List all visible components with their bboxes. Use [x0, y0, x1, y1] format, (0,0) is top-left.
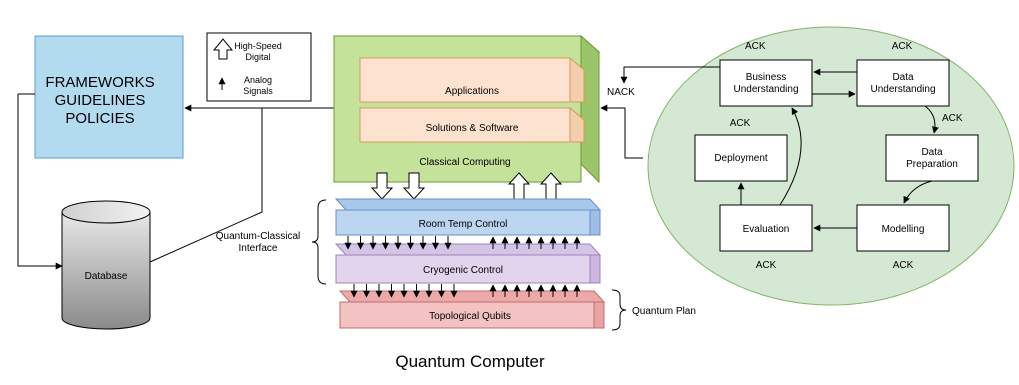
ack-bottom-left-label: ACK	[756, 260, 777, 271]
qubits-label: Topological Qubits	[429, 311, 511, 322]
ack-deploy-label: ACK	[730, 118, 751, 129]
evaluation-label: Evaluation	[743, 224, 790, 235]
qubits-side	[593, 301, 605, 329]
database-link-line	[149, 108, 263, 263]
data-preparation-box	[885, 134, 979, 182]
room-temp-side	[589, 209, 601, 236]
analog-signal-arrows	[344, 236, 581, 298]
legend-analog-line-1: Analog	[244, 75, 272, 85]
policies-line-3: POLICIES	[65, 110, 134, 127]
ack-top-left-label: ACK	[745, 41, 766, 52]
modelling-box	[856, 204, 950, 252]
interface-label-line-2: Interface	[239, 243, 278, 254]
ack-bottom-right-label: ACK	[893, 260, 914, 271]
nack-return-line	[600, 104, 643, 159]
policies-block: FRAMEWORKS GUIDELINES POLICIES	[34, 35, 184, 159]
cryogenic-layer: Cryogenic Control	[334, 243, 602, 284]
business-understanding-box	[719, 59, 813, 107]
quantum-plan-label: Quantum Plan	[632, 306, 696, 317]
applications-label: Applications	[445, 86, 499, 97]
legend-digital-line-2: Digital	[245, 52, 270, 62]
modelling-label: Modelling	[882, 224, 925, 235]
classical-block: Applications Solutions & Software Classi…	[332, 34, 601, 184]
room-temp-face	[335, 209, 591, 236]
cryogenic-top	[334, 243, 602, 256]
interface-label-line-1: Quantum-Classical	[216, 231, 300, 242]
evaluation-box	[719, 204, 813, 252]
digital-arrow-down-2	[402, 172, 426, 200]
hollow-arrow-icon	[212, 38, 234, 60]
preparation-line-1: Data	[921, 147, 943, 158]
database-top	[61, 200, 151, 224]
room-temp-layer: Room Temp Control	[334, 198, 602, 236]
legend-analog-line-2: Signals	[243, 86, 273, 96]
data-line-1: Data	[892, 72, 914, 83]
ack-prep-label: ACK	[942, 113, 963, 124]
lifecycle-cycle: NACK ACK ACK ACK ACK ACK ACK Business Un…	[607, 26, 1015, 306]
classical-side-face	[580, 34, 600, 184]
applications-side	[569, 56, 585, 103]
policies-line-2: GUIDELINES	[55, 92, 146, 109]
nack-label: NACK	[607, 87, 635, 98]
policies-box	[34, 35, 184, 159]
qubits-face	[339, 301, 595, 329]
legend: High-Speed Digital Analog Signals	[206, 32, 312, 102]
caption: Quantum Computer	[395, 352, 545, 371]
classical-label: Classical Computing	[419, 157, 510, 168]
evaluation-to-business-arrow	[779, 107, 802, 206]
room-temp-top	[334, 198, 602, 211]
database: Database	[61, 200, 151, 330]
digital-arrow-up-1	[507, 172, 531, 200]
data-line-2: Understanding	[870, 84, 935, 95]
business-line-1: Business	[746, 72, 787, 83]
solutions-side	[569, 106, 585, 143]
deployment-label: Deployment	[714, 153, 768, 164]
cryogenic-label: Cryogenic Control	[423, 265, 503, 276]
legend-digital-line-1: High-Speed	[234, 41, 282, 51]
quantum-plan-bracket	[611, 289, 627, 331]
policies-line-1: FRAMEWORKS	[45, 74, 154, 91]
solutions-bar	[359, 107, 571, 143]
qubits-layer: Topological Qubits	[338, 290, 606, 329]
ack-top-right-label: ACK	[892, 41, 913, 52]
database-body	[61, 212, 151, 330]
preparation-line-2: Preparation	[906, 159, 958, 170]
nack-arrow	[620, 66, 738, 84]
data-understanding-box	[856, 59, 950, 107]
database-label: Database	[85, 271, 128, 282]
data-to-preparation-arrow	[924, 105, 939, 134]
digital-arrow-up-2	[539, 172, 563, 200]
qubits-top	[338, 290, 606, 303]
cryogenic-face	[335, 254, 591, 284]
solutions-label: Solutions & Software	[426, 123, 519, 134]
digital-arrow-down-1	[370, 172, 394, 200]
policies-to-database-arrow	[17, 94, 63, 270]
cryogenic-side	[589, 254, 601, 284]
applications-bar	[359, 57, 571, 103]
interface-bracket	[311, 199, 327, 285]
preparation-to-modelling-arrow	[903, 180, 933, 204]
business-line-2: Understanding	[733, 84, 798, 95]
room-temp-label: Room Temp Control	[419, 219, 508, 230]
deployment-box	[694, 134, 788, 182]
